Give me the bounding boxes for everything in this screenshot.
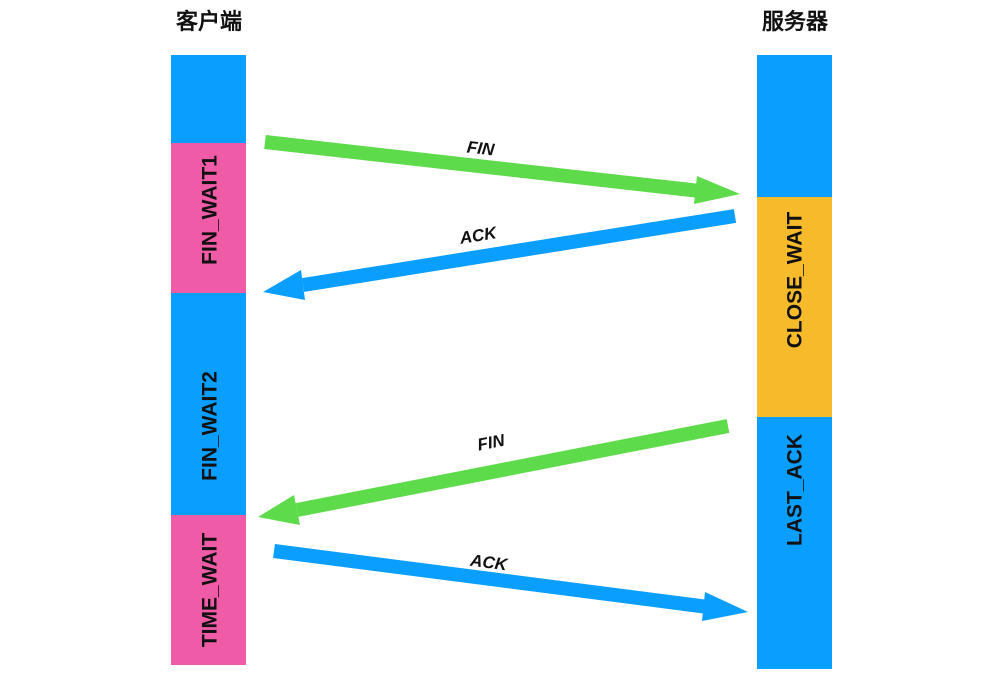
time-wait-label: TIME_WAIT [199, 533, 222, 648]
close-wait-label: CLOSE_WAIT [784, 212, 807, 349]
server-close-wait-segment [757, 197, 832, 417]
client-time-wait-segment [171, 515, 246, 665]
client-fin-wait1-segment [171, 143, 246, 293]
fin-label-1: FIN [466, 138, 496, 160]
server-initial-segment [757, 55, 832, 197]
ack-label-2: ACK [468, 551, 510, 575]
fin-arrow-1 [264, 135, 740, 204]
ack-arrow-1 [263, 209, 737, 300]
server-title: 服务器 [761, 10, 828, 35]
fin-wait1-label: FIN_WAIT1 [199, 155, 222, 265]
client-title: 客户端 [175, 10, 242, 35]
client-initial-segment [171, 55, 246, 143]
last-ack-label: LAST_ACK [784, 434, 807, 546]
client-fin-wait2-segment [171, 293, 246, 515]
fin-label-2: FIN [476, 431, 507, 455]
fin-wait2-label: FIN_WAIT2 [199, 371, 222, 481]
server-last-ack-segment [757, 417, 832, 669]
fin-arrow-2 [258, 419, 730, 525]
ack-arrow-2 [273, 544, 748, 621]
ack-label-1: ACK [457, 223, 499, 248]
